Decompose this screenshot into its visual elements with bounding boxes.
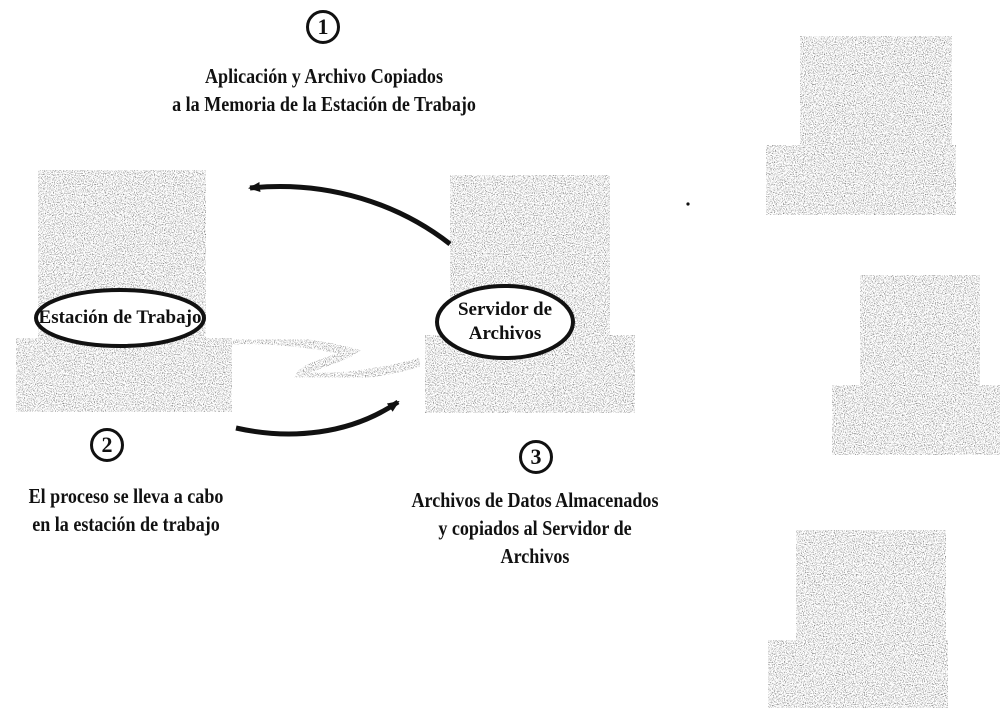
client-computer-top bbox=[766, 36, 956, 215]
step-2-line-2: en la estación de trabajo bbox=[32, 512, 220, 536]
arrow-to-workstation bbox=[248, 182, 452, 246]
step-1-text: Aplicación y Archivo Copiados a la Memor… bbox=[152, 62, 496, 118]
step-3-number: 3 bbox=[519, 440, 553, 474]
network-cable bbox=[231, 335, 422, 382]
step-3-line-1: Archivos de Datos Almacenados bbox=[411, 488, 659, 512]
step-1-number: 1 bbox=[306, 10, 340, 44]
arrow-to-server bbox=[235, 399, 400, 437]
file-server-label-line2: Archivos bbox=[468, 323, 542, 344]
file-server-label-line1: Servidor de bbox=[457, 299, 553, 320]
step-1-line-1: Aplicación y Archivo Copiados bbox=[204, 64, 443, 88]
step-3-line-2: y copiados al Servidor de bbox=[438, 516, 632, 540]
step-3-text: Archivos de Datos Almacenados y copiados… bbox=[393, 486, 677, 570]
client-computer-middle bbox=[832, 275, 1000, 455]
step-2-text: El proceso se lleva a cabo en la estació… bbox=[12, 482, 239, 538]
step-2-number: 2 bbox=[90, 428, 124, 462]
step-2-line-1: El proceso se lleva a cabo bbox=[28, 484, 224, 508]
client-computer-bottom bbox=[768, 530, 948, 708]
step-3-line-3: Archivos bbox=[500, 544, 570, 568]
workstation-label: Estación de Trabajo bbox=[38, 307, 202, 328]
step-1-line-2: a la Memoria de la Estación de Trabajo bbox=[172, 92, 476, 116]
file-server-oval bbox=[435, 284, 575, 360]
stray-dot bbox=[686, 202, 690, 206]
file-server-label: Servidor de Archivos bbox=[437, 298, 573, 346]
workstation-oval bbox=[34, 288, 206, 348]
